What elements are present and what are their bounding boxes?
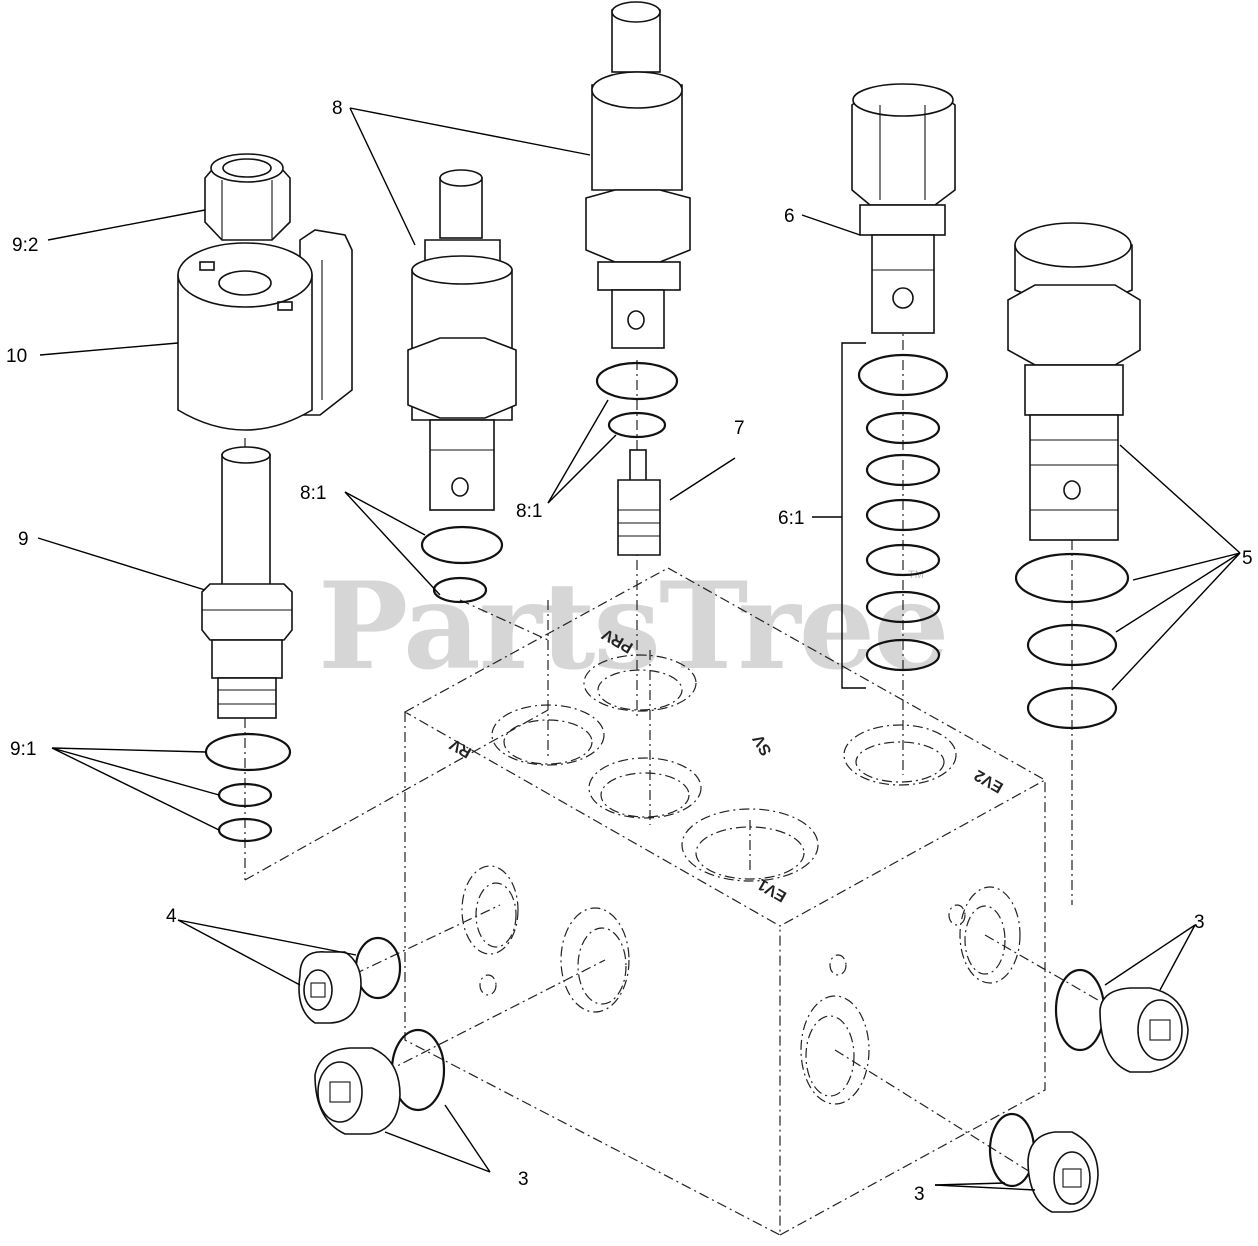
- part-8-1-seals-left: [420, 525, 504, 604]
- callout-4: 4: [166, 906, 177, 927]
- part-6-1-seals: [857, 353, 949, 672]
- callout-9: 9: [18, 529, 29, 550]
- callout-8-top: 8: [332, 98, 343, 119]
- part-9-stem: [201, 446, 293, 719]
- callout-8-1-left: 8:1: [300, 483, 326, 504]
- part-8-valve-center: [585, 1, 691, 349]
- callout-10: 10: [6, 346, 27, 367]
- callout-9-2: 9:2: [12, 235, 38, 256]
- part-9-2-nut: [204, 153, 291, 241]
- port-label-rv: RV: [447, 735, 475, 761]
- part-4-plug: [298, 936, 402, 1024]
- callout-8-1-center: 8:1: [516, 501, 542, 522]
- callout-3-bottom-center: 3: [518, 1169, 529, 1190]
- part-3-plug-right: [1054, 968, 1189, 1073]
- callout-6-1: 6:1: [778, 508, 804, 529]
- watermark-text: PartsTree: [318, 556, 947, 697]
- part-7-spool: [617, 449, 661, 556]
- port-label-sv: SV: [750, 731, 776, 758]
- callout-7: 7: [734, 418, 745, 439]
- callout-9-1: 9:1: [10, 739, 36, 760]
- callout-6: 6: [784, 206, 795, 227]
- part-8-valve-left: [407, 169, 517, 511]
- part-10-coil: [177, 229, 353, 431]
- watermark: PartsTree TM: [318, 556, 949, 697]
- part-6-valve: [851, 83, 956, 334]
- callout-3-bottom-right: 3: [914, 1184, 925, 1205]
- callout-3-right: 3: [1194, 912, 1205, 933]
- callout-labels: 8 9:2 10 6 7 8:1 8:1 6:1 9 5 9:1 4 3 3 3: [6, 98, 1253, 1205]
- port-label-ev2: EV2: [972, 766, 1007, 796]
- callout-5: 5: [1242, 548, 1253, 569]
- part-9-1-seals: [204, 732, 292, 843]
- leader-lines: [37, 107, 1241, 1191]
- part-5-valve: [1007, 222, 1141, 541]
- part-3-plug-bottom-right: [988, 1112, 1099, 1213]
- part-3-plug-left: [314, 1028, 446, 1135]
- part-5-seals: [1014, 552, 1130, 730]
- part-8-1-seals-center: [595, 361, 679, 439]
